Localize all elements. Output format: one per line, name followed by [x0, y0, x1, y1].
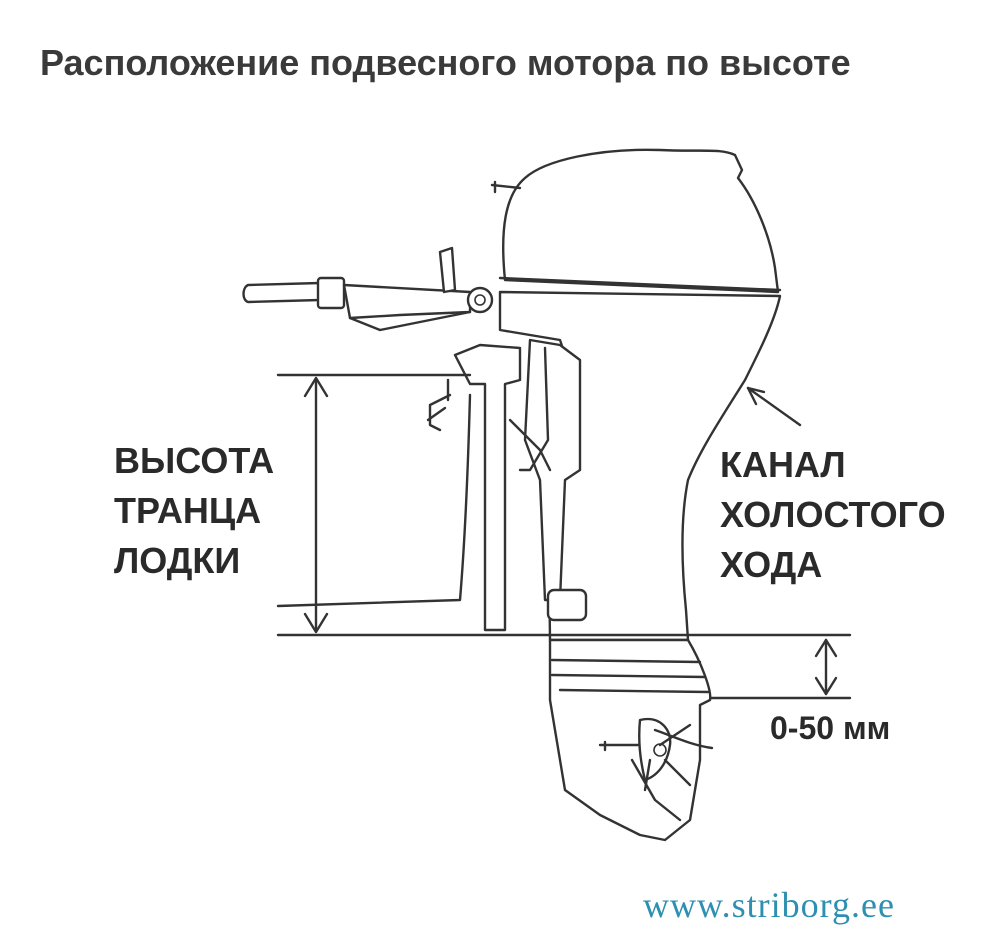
- page-title: Расположение подвесного мотора по высоте: [40, 42, 851, 83]
- transom-label-line2: ТРАНЦА: [114, 490, 262, 531]
- transom-label-line3: ЛОДКИ: [114, 540, 241, 581]
- channel-label-line3: ХОДА: [720, 544, 823, 585]
- lower-unit: [548, 638, 712, 842]
- transom-label-line1: ВЫСОТА: [114, 440, 275, 481]
- idle-channel-arrow: [746, 386, 802, 427]
- channel-label-line1: КАНАЛ: [720, 444, 846, 485]
- clamp-bracket: [453, 343, 522, 632]
- range-label: 0-50 мм: [770, 710, 891, 746]
- idle-channel-label: КАНАЛ ХОЛОСТОГО ХОДА: [720, 440, 946, 590]
- channel-label-line2: ХОЛОСТОГО: [720, 494, 946, 535]
- boat-transom: [276, 393, 472, 608]
- transom-height-label: ВЫСОТА ТРАНЦА ЛОДКИ: [114, 436, 274, 586]
- engine-cowling: [502, 148, 780, 294]
- watermark: www.striborg.ee: [643, 885, 895, 925]
- tiller-handle: [242, 281, 322, 304]
